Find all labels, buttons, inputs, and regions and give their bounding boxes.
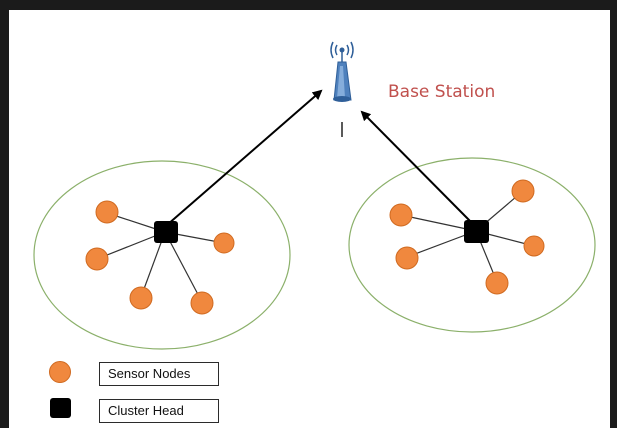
cluster-head-left bbox=[154, 221, 178, 243]
sensor-node bbox=[85, 247, 109, 271]
sensor-node bbox=[389, 203, 413, 227]
legend-cluster-head-label: Cluster Head bbox=[99, 399, 219, 423]
cluster-head-right bbox=[464, 220, 489, 243]
sensor-node bbox=[213, 232, 235, 254]
antenna-tower-icon bbox=[330, 41, 354, 137]
sensor-node bbox=[95, 200, 119, 224]
sensor-node bbox=[523, 235, 545, 257]
sensor-node bbox=[190, 291, 214, 315]
base-station-label: Base Station bbox=[388, 82, 495, 102]
legend-sensor-node-icon bbox=[49, 361, 71, 383]
sensor-node bbox=[129, 286, 153, 310]
uplink-arrow-left bbox=[166, 89, 323, 226]
cluster-right-boundary bbox=[348, 157, 596, 333]
sensor-node bbox=[395, 246, 419, 270]
cluster-left-boundary bbox=[33, 160, 291, 350]
legend-cluster-head-icon bbox=[50, 398, 71, 418]
legend-sensor-nodes-label: Sensor Nodes bbox=[99, 362, 219, 386]
sensor-node bbox=[511, 179, 535, 203]
sensor-node bbox=[485, 271, 509, 295]
uplink-arrow-right bbox=[360, 110, 472, 223]
cluster-right-sensor-nodes bbox=[389, 179, 545, 295]
cluster-left-sensor-nodes bbox=[85, 200, 235, 315]
